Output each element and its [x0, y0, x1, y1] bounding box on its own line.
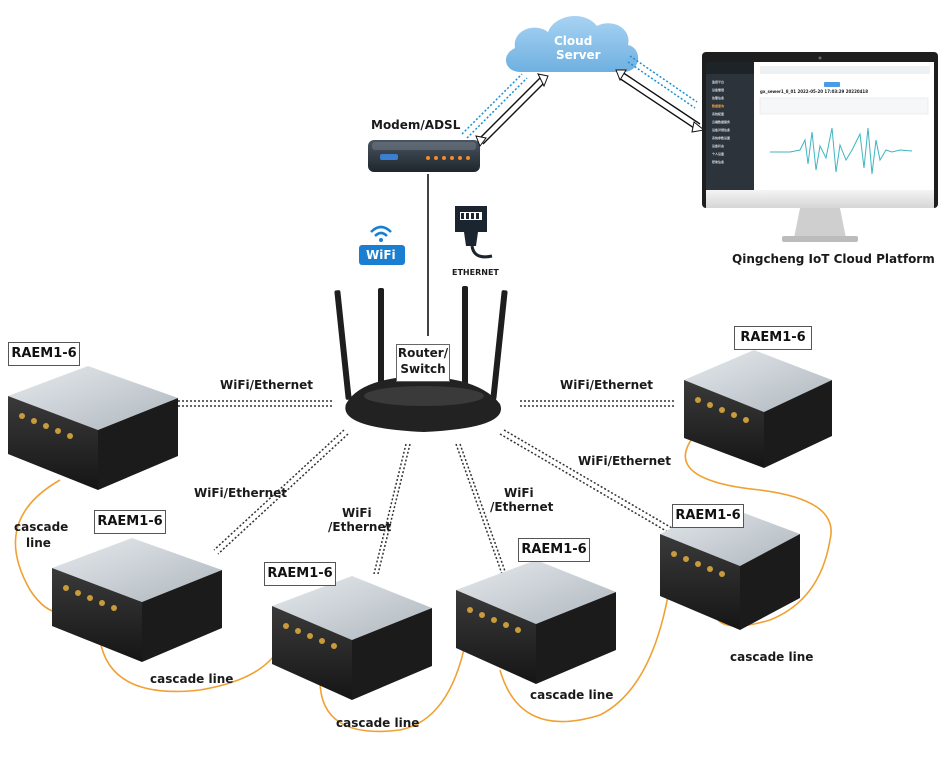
router-label-box: Router/ Switch	[396, 344, 450, 382]
cloud-modem-link	[461, 73, 549, 148]
router-label-line2: Switch	[400, 362, 446, 376]
device-icon	[272, 576, 432, 700]
menu-item[interactable]: 设备状态	[712, 144, 725, 148]
device-icon	[8, 366, 178, 490]
link-label: WiFi/Ethernet	[578, 454, 671, 468]
device-icon	[660, 504, 800, 630]
cloud-platform-link	[615, 55, 706, 133]
device-icon	[52, 538, 222, 662]
monitor-icon	[702, 52, 938, 242]
link-label-ethernet: /Ethernet	[490, 500, 554, 514]
platform-caption: Qingcheng IoT Cloud Platform	[732, 252, 935, 266]
device-label: RAEM1-6	[672, 504, 744, 528]
device-label: RAEM1-6	[264, 562, 336, 586]
menu-item[interactable]: 告警信息	[712, 96, 725, 100]
link-label: WiFi/Ethernet	[220, 378, 313, 392]
link-label-ethernet: /Ethernet	[328, 520, 392, 534]
menu-item[interactable]: 个人设置	[712, 152, 725, 156]
router-icon	[334, 286, 508, 432]
cloud-label-line1: Cloud	[554, 34, 593, 48]
cascade-label: cascade line	[530, 688, 614, 702]
modem-icon	[368, 140, 480, 172]
ethernet-icon-text: ETHERNET	[452, 268, 499, 277]
device-label: RAEM1-6	[8, 342, 80, 366]
wifi-icon-text: WiFi	[366, 248, 396, 262]
cascade-label-line1: cascade	[14, 520, 69, 534]
device-label: RAEM1-6	[94, 510, 166, 534]
device-icon	[456, 560, 616, 684]
menu-item[interactable]: 系统参数设置	[712, 136, 731, 140]
cascade-label: cascade line	[730, 650, 814, 664]
wifi-icon	[359, 225, 405, 265]
router-label-line1: Router/	[397, 346, 449, 360]
cascade-label: cascade line	[150, 672, 234, 686]
menu-item[interactable]: 云端数据服务	[712, 120, 731, 124]
platform-menu: 监控平台 设备管理 告警信息 数据查询 系统配置 云端数据服务 设备详细信息 系…	[712, 78, 752, 166]
menu-item[interactable]: 监控平台	[712, 80, 725, 84]
menu-item[interactable]: 系统配置	[712, 112, 725, 116]
cascade-label: cascade line	[336, 716, 420, 730]
modem-label: Modem/ADSL	[371, 118, 461, 132]
menu-item[interactable]: 设备管理	[712, 88, 725, 92]
ethernet-icon	[455, 206, 493, 259]
cascade-label-line2: line	[26, 536, 51, 550]
device-icon	[684, 350, 832, 468]
device-label: RAEM1-6	[518, 538, 590, 562]
menu-item[interactable]: 数据查询	[712, 104, 725, 108]
menu-item[interactable]: 设备详细信息	[712, 128, 731, 132]
device-label: RAEM1-6	[734, 326, 812, 350]
link-label-wifi: WiFi	[504, 486, 534, 500]
link-label: WiFi/Ethernet	[560, 378, 653, 392]
cloud-label-line2: Server	[556, 48, 601, 62]
link-label: WiFi/Ethernet	[194, 486, 287, 500]
link-label-wifi: WiFi	[342, 506, 372, 520]
link-lines	[178, 400, 676, 575]
cloud-server-icon	[505, 15, 639, 72]
menu-item[interactable]: 帮助信息	[712, 160, 725, 164]
waveform-chart	[770, 127, 913, 175]
screen-title: gx_sewer1_8_01 2022-05-20 17:03:29 20220…	[760, 89, 868, 94]
